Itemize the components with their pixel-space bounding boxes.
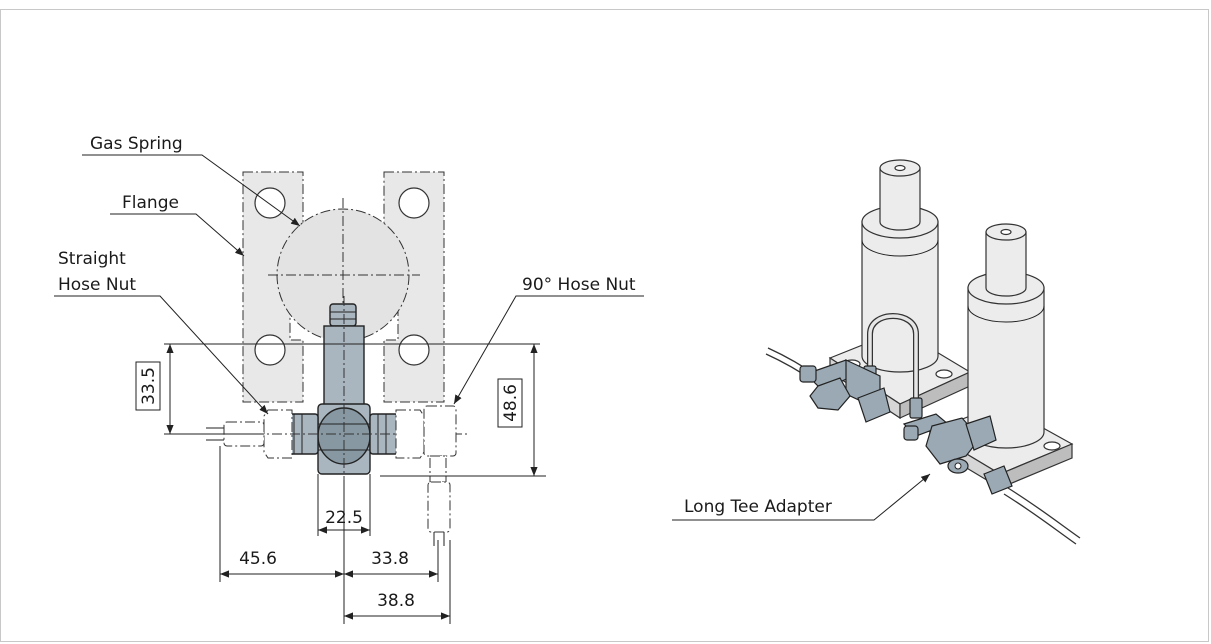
dim-33-5-label: 33.5 bbox=[139, 367, 159, 405]
dimension-45-6: 45.6 bbox=[220, 549, 344, 578]
label-long-tee-adapter: Long Tee Adapter bbox=[684, 497, 832, 517]
label-straight: Straight bbox=[58, 249, 126, 269]
flange-hole-top-right bbox=[398, 187, 430, 219]
long-tee-adapter-top-view bbox=[285, 296, 399, 480]
dimension-33-5: 33.5 bbox=[135, 344, 174, 434]
label-hose-nut: Hose Nut bbox=[58, 275, 136, 295]
callout-flange: Flange bbox=[110, 193, 245, 257]
callout-straight-hose-nut: Straight Hose Nut bbox=[54, 249, 269, 415]
dim-38-8-label: 38.8 bbox=[377, 591, 415, 611]
label-flange: Flange bbox=[122, 193, 179, 213]
dimension-48-6: 48.6 bbox=[497, 344, 538, 476]
callout-gas-spring: Gas Spring bbox=[82, 134, 301, 227]
callout-long-tee-adapter: Long Tee Adapter bbox=[672, 473, 931, 521]
isometric-assembly bbox=[765, 159, 1081, 545]
dimension-33-8: 33.8 bbox=[344, 549, 438, 578]
dim-45-6-label: 45.6 bbox=[239, 549, 277, 569]
dimension-38-8: 38.8 bbox=[344, 591, 450, 620]
callout-90-hose-nut: 90° Hose Nut bbox=[453, 275, 644, 405]
flange-hole-bottom-left bbox=[254, 334, 286, 366]
dim-48-6-label: 48.6 bbox=[501, 384, 521, 422]
label-gas-spring: Gas Spring bbox=[90, 134, 183, 154]
dimension-22-5: 22.5 bbox=[318, 508, 370, 534]
label-90-hose-nut: 90° Hose Nut bbox=[522, 275, 636, 295]
dim-22-5-label: 22.5 bbox=[325, 508, 363, 528]
flange-hole-bottom-right bbox=[398, 334, 430, 366]
flange-hole-top-left bbox=[254, 187, 286, 219]
dim-33-8-label: 33.8 bbox=[371, 549, 409, 569]
